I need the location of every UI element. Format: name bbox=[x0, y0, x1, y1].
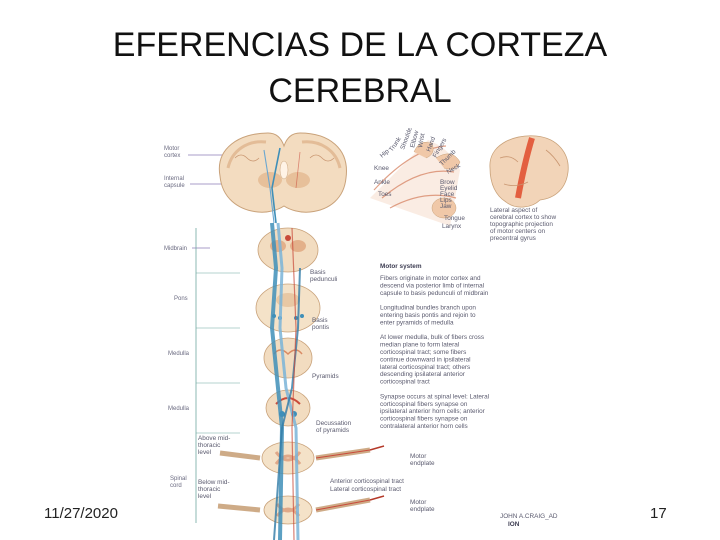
label-midbrain: Midbrain bbox=[164, 246, 187, 252]
left-labels: Motor cortex Internal capsule Midbrain P… bbox=[164, 146, 258, 523]
label-pons: Pons bbox=[174, 296, 188, 302]
label-basis-pedunculi-2: pedunculi bbox=[310, 276, 337, 283]
homunculus-label: Larynx bbox=[442, 223, 462, 230]
label-basis-pontis-2: pontis bbox=[312, 324, 329, 331]
lateral-aspect-line: topographic projection bbox=[490, 221, 553, 228]
motor-system-line: capsule to basis pedunculi of midbrain bbox=[380, 290, 489, 297]
slide-date: 11/27/2020 bbox=[44, 505, 118, 522]
label-decussation-2: of pyramids bbox=[316, 427, 349, 434]
tract-labels: Basis pedunculi Basis pontis Pyramids De… bbox=[198, 269, 435, 513]
homunculus-label: Eyelid bbox=[440, 185, 458, 192]
label-motor-cortex-2: cortex bbox=[164, 153, 180, 159]
motor-system-line: At lower medulla, bulk of fibers cross bbox=[380, 334, 484, 341]
title-line-2: CEREBRAL bbox=[268, 72, 452, 110]
label-spinal-cord-2: cord bbox=[170, 483, 182, 489]
label-motor-cortex-1: Motor bbox=[164, 146, 179, 152]
motor-system-line: descend via posterior limb of internal bbox=[380, 282, 484, 289]
motor-system-line: entering basis pontis and rejoin to bbox=[380, 312, 476, 319]
label-motor-endplate-2a: Motor bbox=[410, 499, 427, 506]
label-motor-endplate-1a: Motor bbox=[410, 453, 427, 460]
label-medulla-1: Medulla bbox=[168, 351, 190, 357]
motor-system-text-block: Motor system Fibers originate in motor c… bbox=[380, 263, 489, 430]
label-below-2: thoracic bbox=[198, 486, 221, 493]
motor-system-line: enter pyramids of medulla bbox=[380, 319, 454, 326]
motor-homunculus: HipTrunkKneeAnkleToesShoulderElbowWristH… bbox=[370, 128, 465, 230]
label-above-3: level bbox=[198, 449, 211, 456]
label-internal-capsule-1: Internal bbox=[164, 176, 184, 182]
label-pyramids: Pyramids bbox=[312, 373, 339, 380]
label-medulla-2: Medulla bbox=[168, 406, 190, 412]
homunculus-label: Face bbox=[440, 191, 455, 198]
homunculus-label: Knee bbox=[374, 165, 389, 172]
motor-system-line: corticospinal fibers synapse on bbox=[380, 416, 468, 423]
homunculus-label: Elbow bbox=[409, 130, 420, 149]
descending-tracts bbox=[217, 222, 385, 540]
homunculus-label: Hip bbox=[379, 148, 391, 160]
label-basis-pontis-1: Basis bbox=[312, 317, 328, 324]
motor-system-line: continue downward in ipsilateral bbox=[380, 356, 471, 363]
motor-system-line: corticospinal tract; some fibers bbox=[380, 349, 466, 356]
artist-signature: JOHN A.CRAIG_AD ION bbox=[500, 513, 558, 528]
coronal-brain-section bbox=[218, 132, 347, 224]
lateral-aspect-line: Lateral aspect of bbox=[490, 207, 537, 214]
motor-system-line: Synapse occurs at spinal level: Lateral bbox=[380, 393, 489, 400]
label-basis-pedunculi-1: Basis bbox=[310, 269, 326, 276]
title-line-1: EFERENCIAS DE LA CORTEZA bbox=[112, 26, 608, 64]
motor-system-line: lateral corticospinal tract; others bbox=[380, 364, 470, 371]
label-anterior-tract: Anterior corticospinal tract bbox=[330, 478, 404, 485]
signature-text: JOHN A.CRAIG_AD bbox=[500, 513, 558, 520]
label-below-3: level bbox=[198, 493, 211, 500]
label-above-1: Above mid- bbox=[198, 435, 230, 442]
lateral-aspect-line: cerebral cortex to show bbox=[490, 214, 556, 221]
label-motor-endplate-1b: endplate bbox=[410, 460, 435, 467]
label-below-1: Below mid- bbox=[198, 479, 230, 486]
motor-system-line: Fibers originate in motor cortex and bbox=[380, 275, 481, 282]
motor-system-line: contralateral anterior horn cells bbox=[380, 423, 468, 430]
motor-system-heading: Motor system bbox=[380, 263, 422, 270]
label-motor-endplate-2b: endplate bbox=[410, 506, 435, 513]
motor-system-line: descending ipsilateral anterior bbox=[380, 371, 466, 378]
homunculus-label: Brow bbox=[440, 179, 455, 186]
homunculus-label: Hand bbox=[425, 136, 437, 153]
label-lateral-tract: Lateral corticospinal tract bbox=[330, 486, 401, 493]
label-internal-capsule-2: capsule bbox=[164, 183, 185, 189]
motor-system-line: median plane to form lateral bbox=[380, 342, 459, 349]
homunculus-label: Tongue bbox=[444, 215, 465, 222]
motor-system-line: corticospinal tract bbox=[380, 379, 430, 386]
corticospinal-tract-illustration: Motor cortex Internal capsule Midbrain P… bbox=[164, 128, 569, 540]
motor-system-line: ipsilateral anterior horn cells; anterio… bbox=[380, 408, 486, 415]
label-decussation-1: Decussation bbox=[316, 420, 352, 427]
signature-logo: ION bbox=[508, 521, 520, 528]
lateral-aspect-line: precentral gyrus bbox=[490, 235, 536, 242]
motor-system-paragraphs: Fibers originate in motor cortex anddesc… bbox=[380, 275, 489, 430]
motor-system-line: Longitudinal bundles branch upon bbox=[380, 305, 476, 312]
motor-system-line: corticospinal fibers synapse on bbox=[380, 401, 468, 408]
slide-title: EFERENCIAS DE LA CORTEZA CEREBRAL bbox=[0, 22, 720, 114]
label-above-2: thoracic bbox=[198, 442, 221, 449]
homunculus-label: Ankle bbox=[374, 179, 390, 186]
label-spinal-cord-1: Spinal bbox=[170, 476, 187, 482]
homunculus-label: Toes bbox=[378, 191, 392, 198]
homunculus-label: Wrist bbox=[417, 133, 426, 149]
homunculus-label: Lips bbox=[440, 197, 452, 204]
slide-page-number: 17 bbox=[650, 505, 667, 522]
lateral-aspect-line: of motor centers on bbox=[490, 228, 546, 235]
homunculus-label: Jaw bbox=[440, 203, 452, 210]
